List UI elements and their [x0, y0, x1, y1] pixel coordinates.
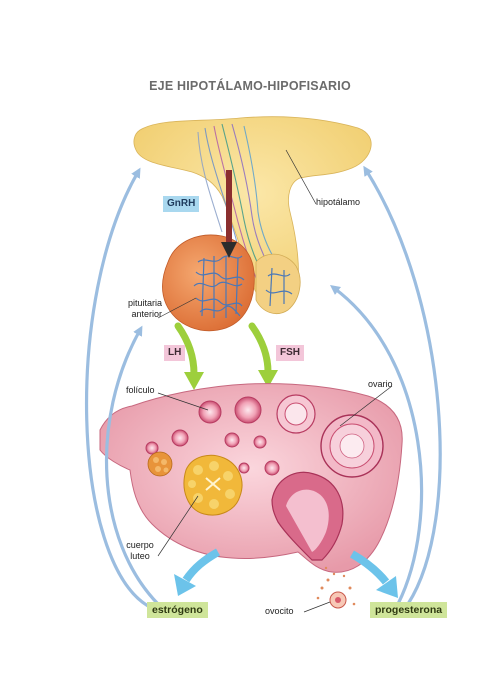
posterior-pituitary	[255, 253, 301, 314]
portal-capillaries	[193, 255, 293, 318]
gnrh-tag: GnRH	[163, 196, 200, 212]
anterior-pituitary	[162, 234, 255, 332]
corpus-luteum-label: cuerpo luteo	[120, 540, 160, 562]
pituitary-label-line2: anterior	[131, 309, 162, 319]
progesterone-to-pituitary-arrow	[330, 284, 424, 605]
progesterone-release-arrow	[349, 550, 398, 598]
corpus-label-line1: cuerpo	[126, 540, 154, 550]
ovary-label: ovario	[368, 379, 393, 389]
progesterone-to-hypothalamus-arrow	[363, 165, 442, 605]
estrogen-to-pituitary-arrow	[104, 325, 160, 606]
corpus-label-line2: luteo	[130, 551, 150, 561]
pituitary-label-line1: pituitaria	[127, 298, 162, 308]
diagram-title: EJE HIPOTÁLAMO-HIPOFISARIO	[149, 79, 351, 93]
progesterone-tag: progesterona	[370, 602, 448, 618]
corpus-luteum	[183, 454, 243, 516]
feedback-arrows	[84, 165, 442, 608]
fsh-stimulus-arrow	[248, 322, 278, 388]
label-leader-lines	[157, 149, 393, 613]
growing-follicles	[276, 394, 384, 478]
fsh-tag: FSH	[276, 345, 304, 361]
gnrh-arrow	[221, 170, 237, 258]
lh-tag: LH	[164, 345, 186, 361]
estrogen-to-hypothalamus-arrow	[84, 167, 149, 608]
estrogen-release-arrow	[174, 548, 221, 596]
corpus-albicans	[147, 451, 173, 477]
hypothalamus-label: hipotálamo	[316, 197, 361, 207]
oocyte	[316, 566, 356, 609]
hypothalamus-tissue	[133, 116, 372, 309]
follicle-label: folículo	[126, 385, 155, 395]
pituitary-label: pituitaria anterior	[106, 298, 162, 320]
lh-stimulus-arrow	[174, 322, 204, 390]
estrogen-tag: estrógeno	[147, 602, 208, 618]
oocyte-label: ovocito	[265, 606, 294, 616]
